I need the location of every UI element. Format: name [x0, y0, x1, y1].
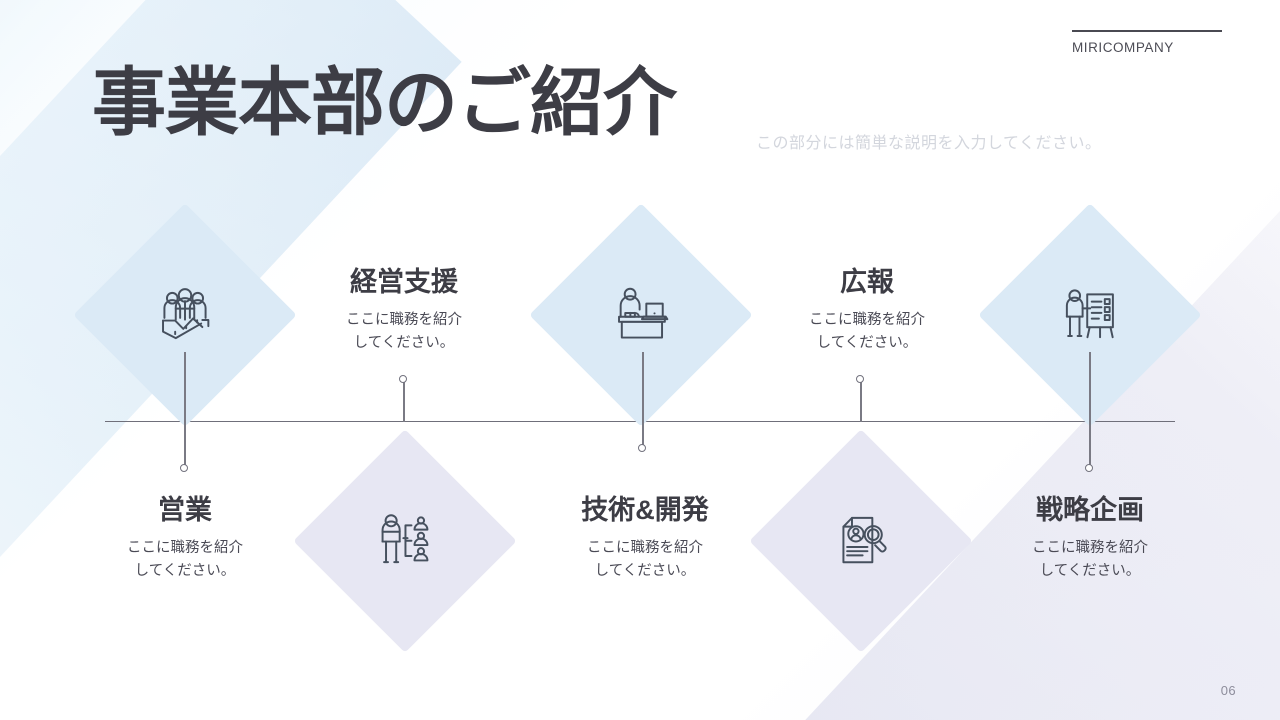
person-org-chart-icon	[326, 462, 484, 620]
label-block-node-4: 広報 ここに職務を紹介 してください。	[742, 266, 992, 354]
connector-node-3	[642, 352, 644, 448]
page-subtitle: この部分には簡単な説明を入力してください。	[756, 135, 1102, 152]
label-block-node-3: 技術&開発 ここに職務を紹介 してください。	[520, 494, 770, 582]
connector-node-4	[860, 381, 862, 422]
node-title-5: 戦略企画	[1036, 495, 1144, 525]
label-block-node-1: 営業 ここに職務を紹介 してください。	[60, 494, 310, 582]
label-block-node-5: 戦略企画 ここに職務を紹介 してください。	[965, 494, 1215, 582]
node-dot-5	[1085, 464, 1093, 472]
node-title-3: 技術&開発	[581, 495, 709, 525]
document-magnifier-icon	[782, 462, 940, 620]
node-title-4: 広報	[840, 267, 894, 297]
node-title-2: 経営支援	[350, 267, 458, 297]
node-description-2: ここに職務を紹介 してください。	[346, 312, 462, 351]
logo-rule	[1072, 30, 1222, 32]
desk-laptop-worker-icon	[562, 236, 720, 394]
connector-node-2	[403, 381, 405, 422]
label-block-node-2: 経営支援 ここに職務を紹介 してください。	[279, 266, 529, 354]
connector-node-1	[184, 352, 186, 468]
node-description-5: ここに職務を紹介 してください。	[1032, 540, 1148, 579]
logo-text: MIRICOMPANY	[1072, 39, 1174, 55]
node-dot-2	[399, 375, 407, 383]
node-description-4: ここに職務を紹介 してください。	[809, 312, 925, 351]
node-description-1: ここに職務を紹介 してください。	[127, 540, 243, 579]
people-growth-chart-icon	[106, 236, 264, 394]
node-dot-3	[638, 444, 646, 452]
page-title: 事業本部のご紹介	[92, 61, 677, 144]
connector-node-5	[1089, 352, 1091, 468]
node-dot-4	[856, 375, 864, 383]
page-number: 06	[1220, 683, 1236, 698]
presenter-flipchart-icon	[1011, 236, 1169, 394]
node-dot-1	[180, 464, 188, 472]
node-description-3: ここに職務を紹介 してください。	[587, 540, 703, 579]
company-logo: MIRICOMPANY	[1072, 30, 1232, 55]
node-title-1: 営業	[158, 495, 212, 525]
